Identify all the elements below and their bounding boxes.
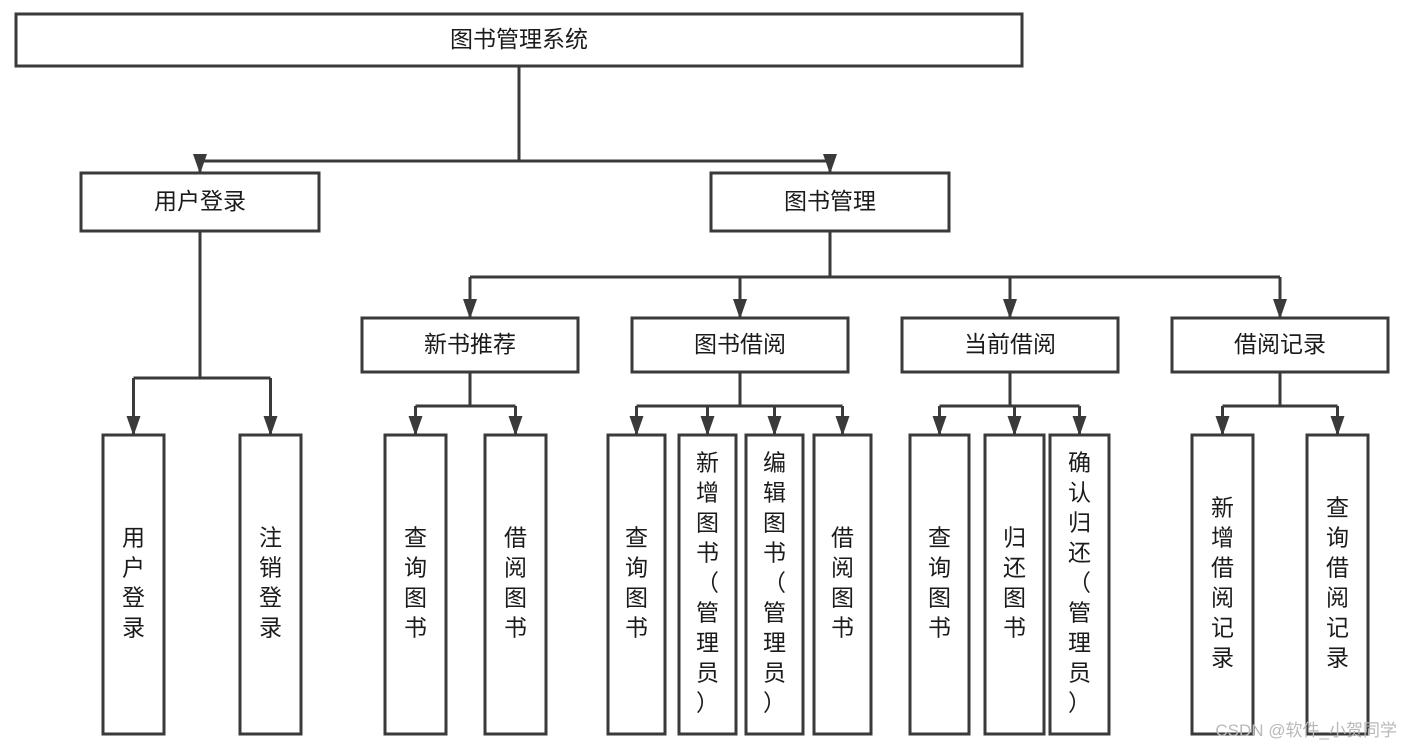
arrow-head-leaf-query-book-3 [932, 416, 947, 436]
arrow-head-leaf-query-book-2 [629, 416, 644, 436]
node-label-current-borrow: 当前借阅 [964, 331, 1056, 357]
node-label-book-manage: 图书管理 [784, 188, 876, 214]
node-label-book-borrow: 图书借阅 [694, 331, 786, 357]
node-box-leaf-confirm-return-admin [1048, 433, 1111, 736]
edge-group-root [193, 66, 837, 174]
node-label-leaf-borrow-book-1: 借阅图书 [504, 525, 527, 641]
arrow-head-new-book-recommend [463, 299, 477, 319]
node-box-leaf-borrow-book-1 [483, 433, 548, 736]
arrow-head-leaf-borrow-book-1 [508, 416, 523, 436]
node-leaf-user-logout[interactable]: 注销登录 [238, 433, 303, 736]
node-new-book-recommend[interactable]: 新书推荐 [360, 316, 580, 374]
node-leaf-query-book-2[interactable]: 查询图书 [606, 433, 667, 736]
node-box-new-book-recommend [360, 316, 580, 374]
arrow-head-leaf-query-borrow-record [1330, 416, 1345, 436]
node-label-leaf-query-book-1: 查询图书 [404, 525, 427, 641]
arrow-head-book-manage [823, 154, 837, 174]
node-label-leaf-user-login: 用户登录 [122, 525, 145, 641]
edge-group-borrow-record [1215, 372, 1345, 436]
node-leaf-add-borrow-record[interactable]: 新增借阅记录 [1190, 433, 1255, 736]
arrow-head-leaf-query-book-1 [408, 416, 423, 436]
node-leaf-query-borrow-record[interactable]: 查询借阅记录 [1305, 433, 1370, 736]
node-leaf-user-login[interactable]: 用户登录 [101, 433, 166, 736]
node-box-leaf-edit-book-admin [744, 433, 805, 736]
node-box-leaf-user-logout [238, 433, 303, 736]
node-book-borrow[interactable]: 图书借阅 [630, 316, 850, 374]
node-box-leaf-query-book-3 [908, 433, 971, 736]
arrow-head-leaf-return-book [1007, 416, 1022, 436]
nodes-layer: 图书管理系统用户登录图书管理新书推荐图书借阅当前借阅借阅记录用户登录注销登录查询… [14, 12, 1390, 736]
arrow-head-leaf-user-login [126, 416, 141, 436]
node-box-root [14, 12, 1024, 68]
arrow-head-book-borrow [733, 299, 747, 319]
node-leaf-return-book[interactable]: 归还图书 [983, 433, 1046, 736]
edge-group-current-borrow [932, 372, 1087, 436]
node-leaf-borrow-book-1[interactable]: 借阅图书 [483, 433, 548, 736]
node-box-leaf-borrow-book-2 [812, 433, 873, 736]
node-box-current-borrow [900, 316, 1120, 374]
arrow-head-current-borrow [1003, 299, 1017, 319]
node-label-borrow-record: 借阅记录 [1234, 331, 1326, 357]
node-label-leaf-return-book: 归还图书 [1003, 525, 1026, 641]
edge-group-book-manage [463, 231, 1287, 319]
node-label-leaf-query-book-3: 查询图书 [928, 525, 951, 641]
arrow-head-borrow-record [1273, 299, 1287, 319]
node-box-user-login [79, 171, 321, 233]
node-leaf-query-book-1[interactable]: 查询图书 [383, 433, 448, 736]
node-label-user-login: 用户登录 [154, 188, 246, 214]
arrow-head-leaf-edit-book-admin [767, 416, 782, 436]
node-book-manage[interactable]: 图书管理 [709, 171, 951, 233]
node-label-leaf-edit-book-admin: 编辑图书（管理员） [763, 450, 786, 716]
node-box-leaf-query-book-1 [383, 433, 448, 736]
node-box-leaf-add-borrow-record [1190, 433, 1255, 736]
node-box-book-borrow [630, 316, 850, 374]
node-label-leaf-add-borrow-record: 新增借阅记录 [1211, 495, 1234, 671]
node-leaf-query-book-3[interactable]: 查询图书 [908, 433, 971, 736]
arrow-head-leaf-add-book-admin [700, 416, 715, 436]
node-label-leaf-confirm-return-admin: 确认归还（管理员） [1068, 450, 1091, 716]
node-label-leaf-add-book-admin: 新增图书（管理员） [696, 450, 719, 716]
node-box-leaf-user-login [101, 433, 166, 736]
node-label-leaf-query-book-2: 查询图书 [625, 525, 648, 641]
node-box-leaf-query-borrow-record [1305, 433, 1370, 736]
node-user-login[interactable]: 用户登录 [79, 171, 321, 233]
edge-group-user-login [126, 231, 278, 436]
node-label-root: 图书管理系统 [450, 26, 588, 52]
node-box-leaf-return-book [983, 433, 1046, 736]
arrow-head-user-login [193, 154, 207, 174]
node-leaf-edit-book-admin[interactable]: 编辑图书（管理员） [744, 433, 805, 736]
node-box-book-manage [709, 171, 951, 233]
node-leaf-borrow-book-2[interactable]: 借阅图书 [812, 433, 873, 736]
node-label-leaf-user-logout: 注销登录 [259, 525, 282, 641]
node-borrow-record[interactable]: 借阅记录 [1170, 316, 1390, 374]
arrow-head-leaf-borrow-book-2 [835, 416, 850, 436]
node-label-new-book-recommend: 新书推荐 [424, 331, 516, 357]
arrow-head-leaf-confirm-return-admin [1072, 416, 1087, 436]
node-box-borrow-record [1170, 316, 1390, 374]
node-box-leaf-add-book-admin [677, 433, 738, 736]
connectors-layer [126, 66, 1345, 436]
edge-group-book-borrow [629, 372, 850, 436]
edge-group-new-book-recommend [408, 372, 523, 436]
node-box-leaf-query-book-2 [606, 433, 667, 736]
node-label-leaf-query-borrow-record: 查询借阅记录 [1326, 495, 1349, 671]
arrow-head-leaf-user-logout [263, 416, 278, 436]
node-current-borrow[interactable]: 当前借阅 [900, 316, 1120, 374]
arrow-head-leaf-add-borrow-record [1215, 416, 1230, 436]
node-root[interactable]: 图书管理系统 [14, 12, 1024, 68]
node-label-leaf-borrow-book-2: 借阅图书 [831, 525, 854, 641]
node-leaf-confirm-return-admin[interactable]: 确认归还（管理员） [1048, 433, 1111, 736]
node-leaf-add-book-admin[interactable]: 新增图书（管理员） [677, 433, 738, 736]
